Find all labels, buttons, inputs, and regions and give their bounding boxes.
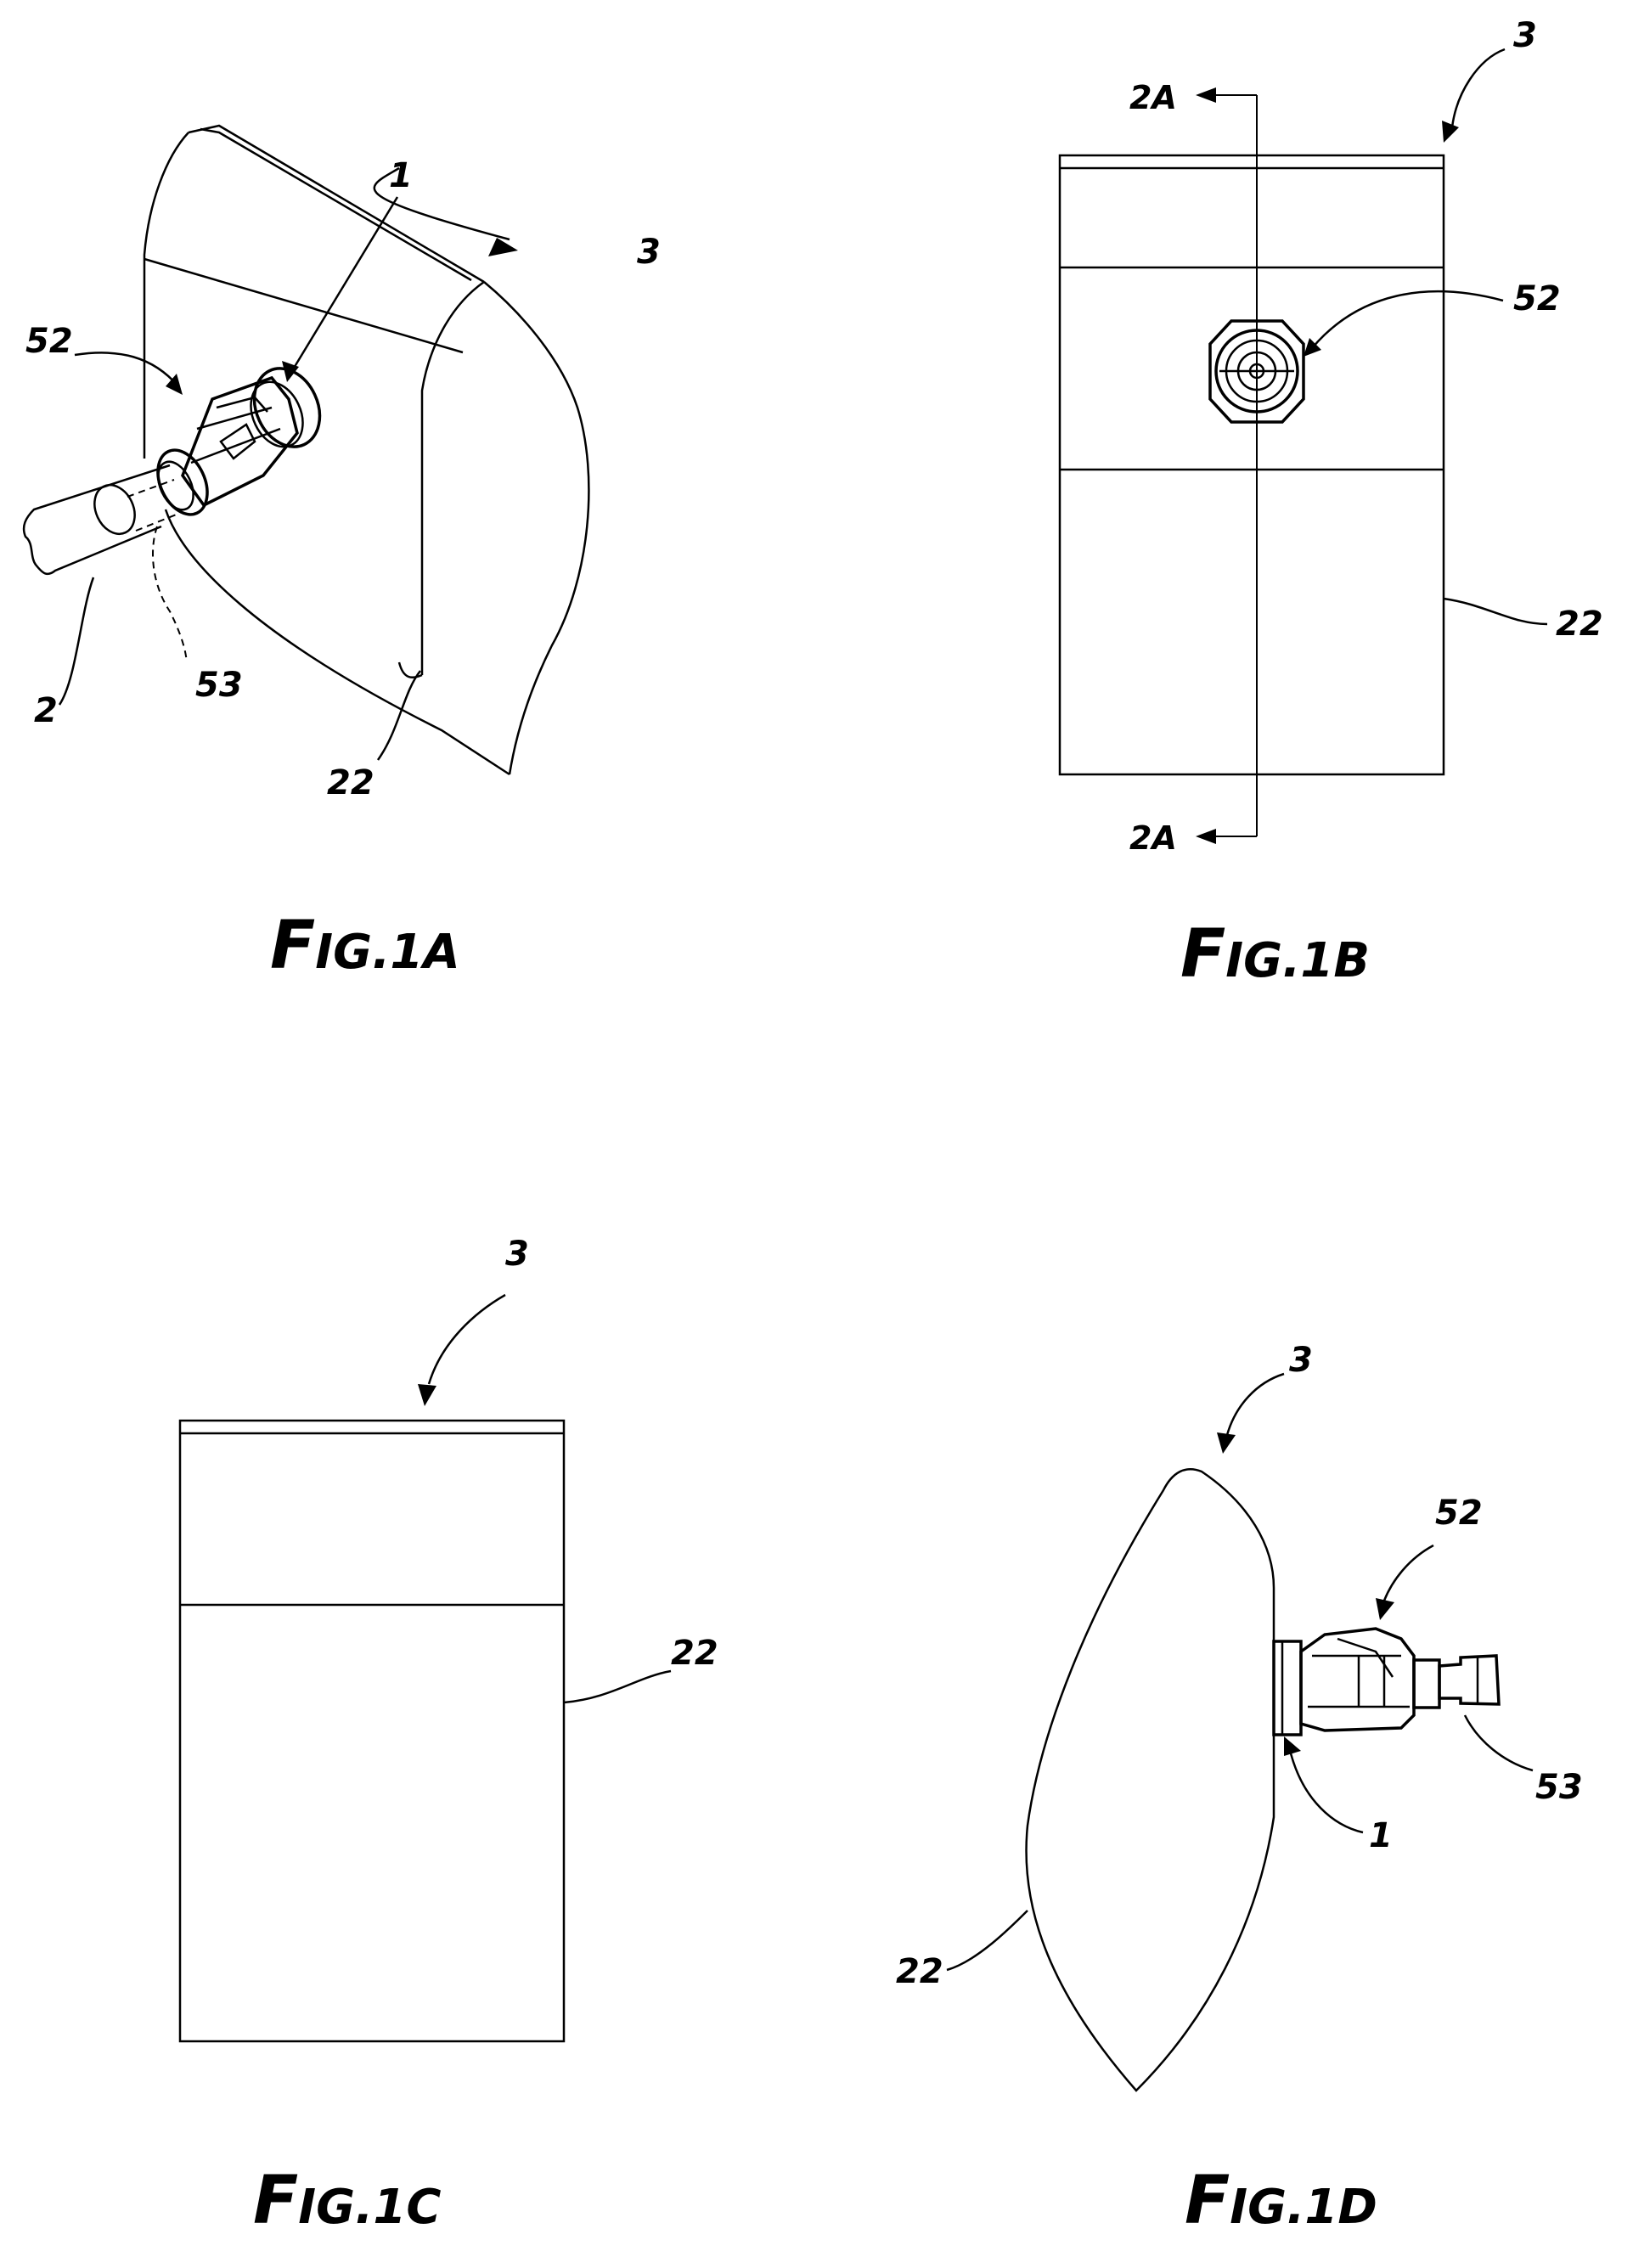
fig-1d-label-1: 1: [1369, 1816, 1393, 1855]
fig-1d-label-3: 3: [1289, 1341, 1313, 1380]
fig-1b-section-label-bottom: 2A: [1129, 819, 1177, 857]
fig-1d-bag-profile: [1027, 1469, 1274, 2091]
fig-1a-leaders: [59, 168, 518, 760]
fig-1a-label-53: 53: [195, 666, 243, 705]
fig-1b-label-52: 52: [1513, 279, 1561, 318]
fig-1b-section-line: [1196, 87, 1257, 844]
fig-1d-label-22: 22: [896, 1952, 943, 1991]
figure-1c: 3 22 FIG.1C: [180, 1235, 718, 2239]
fig-1c-label-3: 3: [505, 1235, 529, 1274]
fig-1c-leaders: [418, 1295, 671, 1702]
figure-1a: 1 3 52 2 53 22 FIG.1A: [24, 126, 661, 984]
fig-1d-fitment: [1274, 1629, 1499, 1735]
fig-1c-caption: FIG.1C: [253, 2163, 441, 2239]
fig-1d-label-53: 53: [1535, 1768, 1583, 1807]
fig-1b-section-label-top: 2A: [1129, 79, 1177, 116]
fig-1b-leaders: [1304, 49, 1547, 624]
fig-1b-caption: FIG.1B: [1180, 916, 1370, 993]
fig-1d-leaders: [947, 1374, 1533, 1970]
fig-1c-label-22: 22: [671, 1634, 718, 1673]
fig-1b-label-22: 22: [1556, 605, 1603, 644]
figure-1d: 3 52 53 1 22 FIG.1D: [896, 1341, 1583, 2239]
fig-1d-label-52: 52: [1435, 1494, 1483, 1533]
fig-1b-label-3: 3: [1513, 16, 1537, 55]
fig-1a-caption: FIG.1A: [270, 908, 460, 984]
fig-1a-label-2: 2: [34, 691, 58, 730]
fig-1d-caption: FIG.1D: [1185, 2163, 1377, 2239]
figure-1b: 3 2A 52 22 2A FIG.1B: [1060, 16, 1603, 993]
fig-1c-bag-side: [180, 1421, 564, 2041]
fig-1a-label-1: 1: [389, 156, 413, 195]
fig-1a-label-52: 52: [25, 322, 73, 361]
fig-1b-bag-front: [1060, 155, 1444, 774]
fig-1a-label-22: 22: [327, 763, 374, 802]
fig-1a-label-3: 3: [637, 233, 661, 272]
